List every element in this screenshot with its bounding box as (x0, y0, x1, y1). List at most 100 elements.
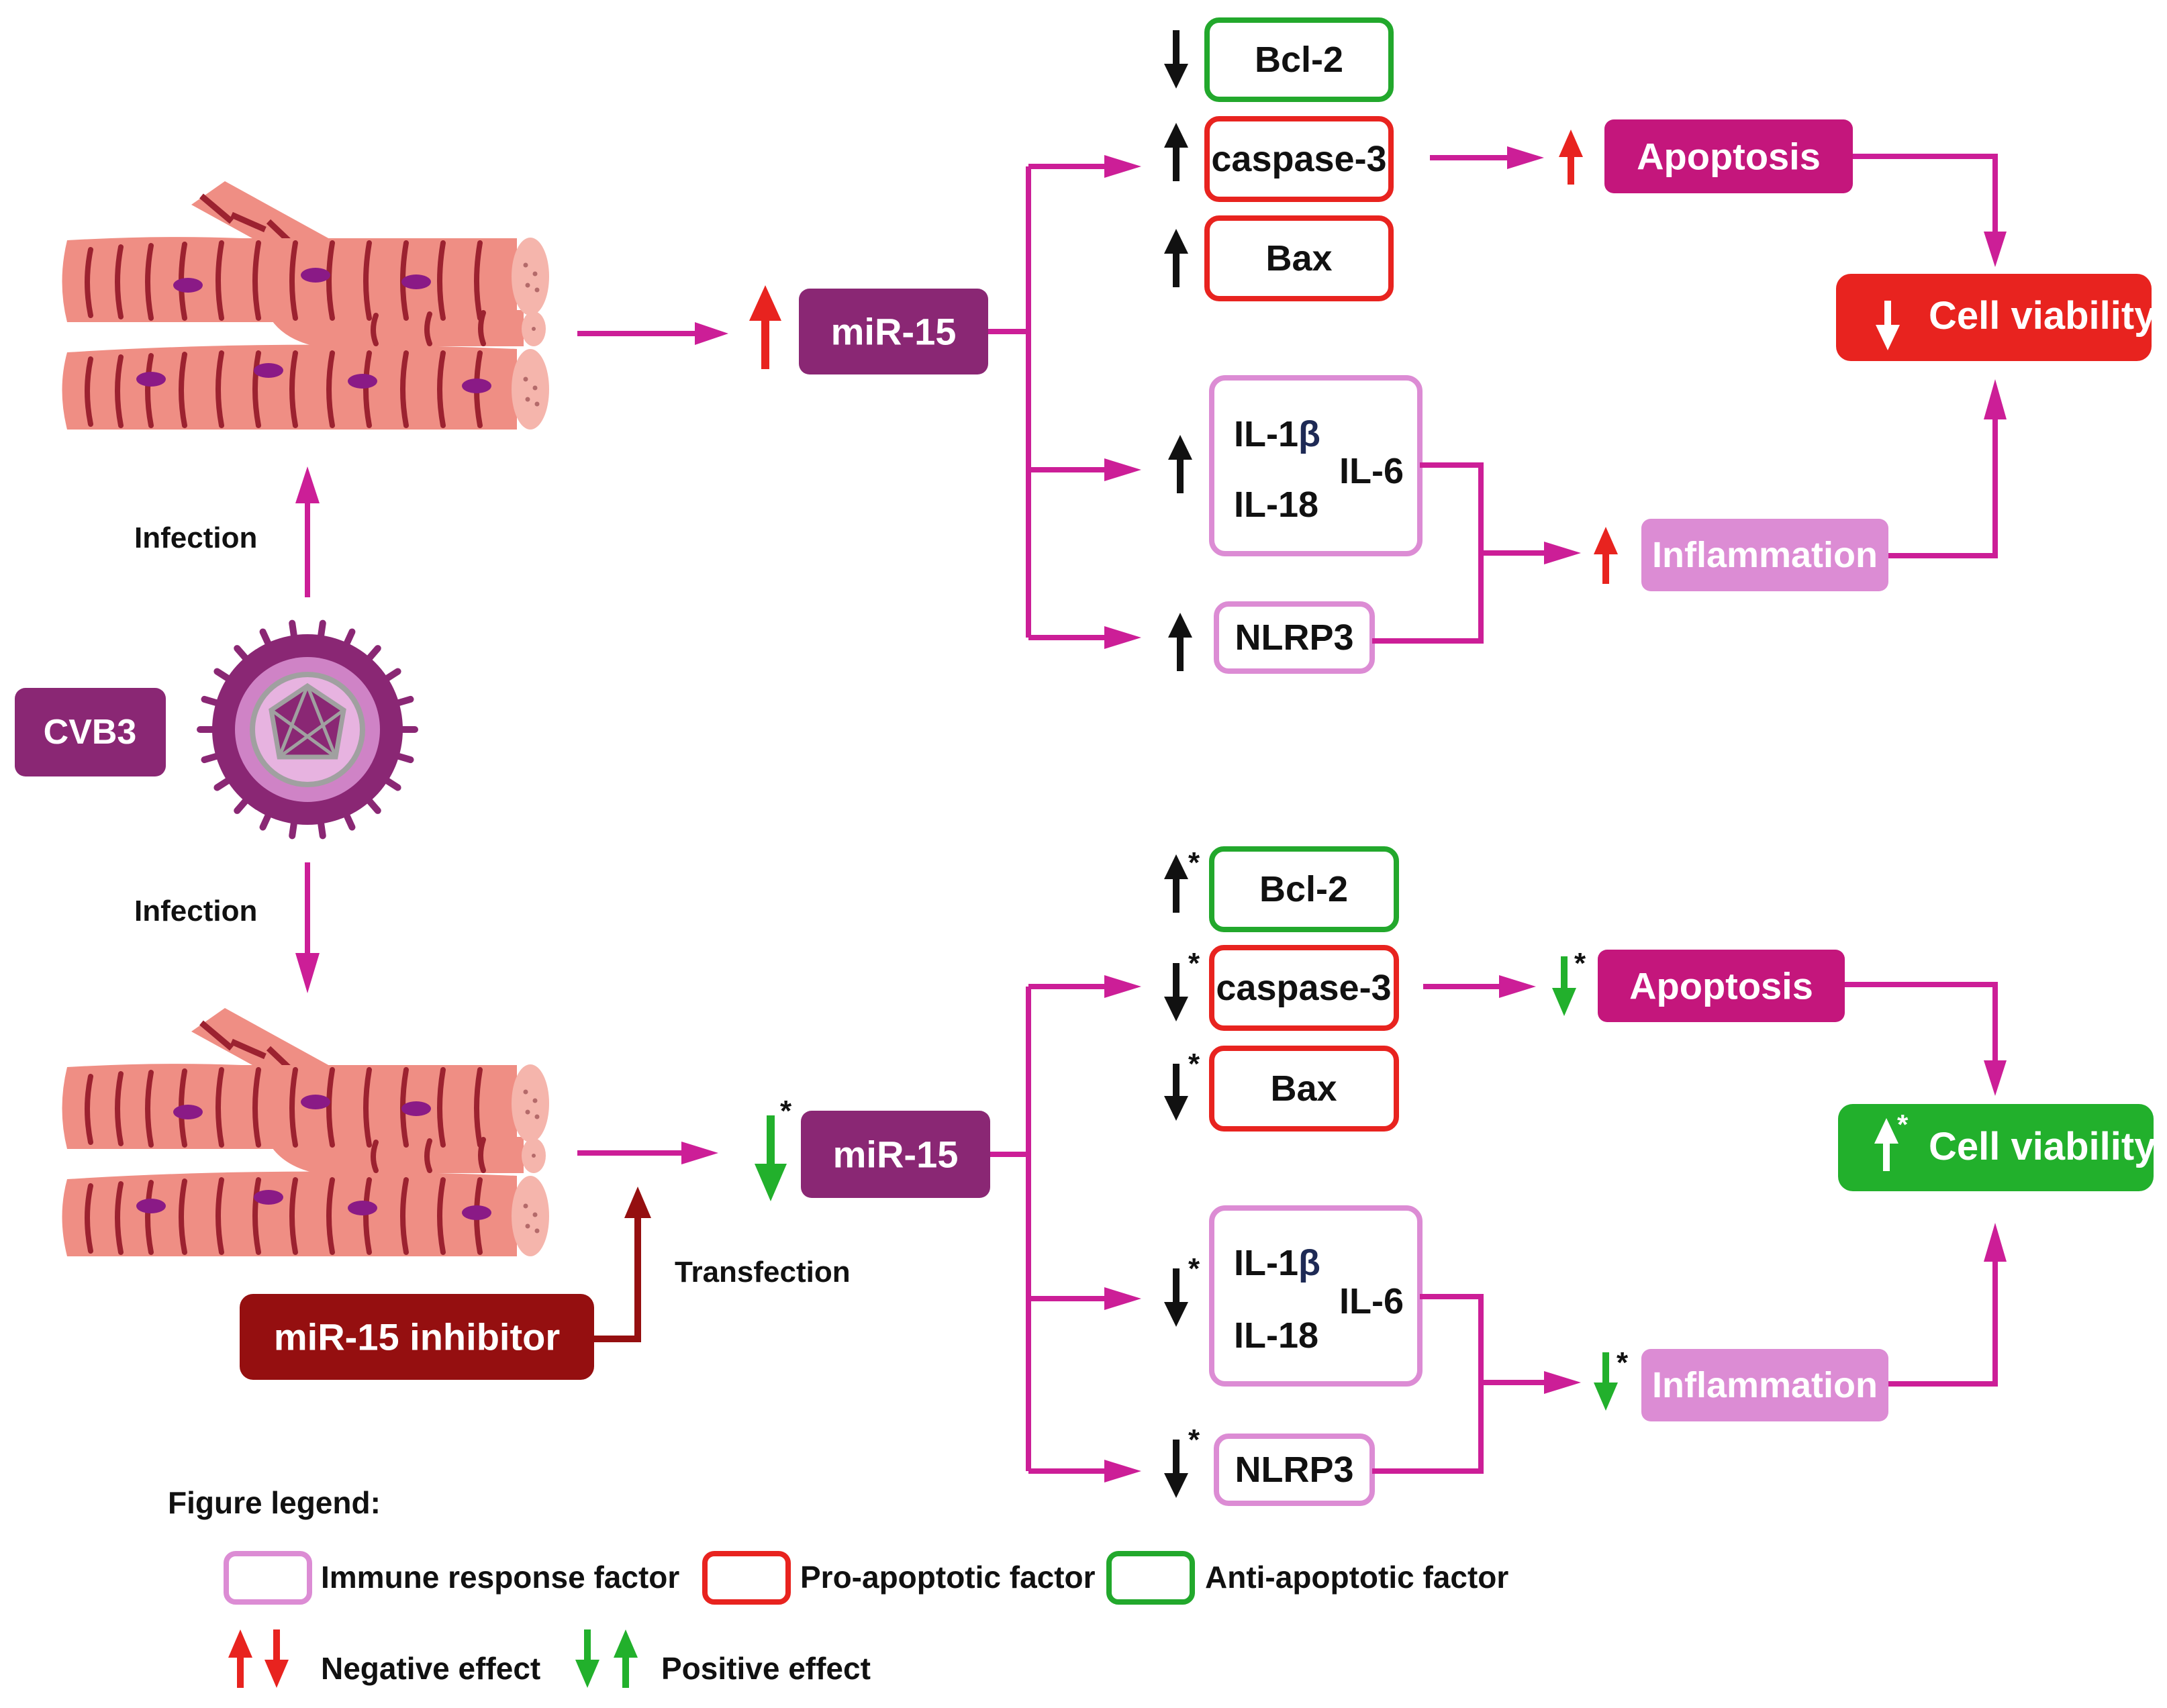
apoptosis-node-top: Apoptosis (1604, 119, 1853, 193)
svg-text:miR-15: miR-15 (831, 311, 957, 353)
casp3-up-arrow-top (1164, 123, 1188, 181)
svg-text:Apoptosis: Apoptosis (1629, 965, 1813, 1007)
branch-arrowheads-top (1104, 155, 1141, 649)
svg-text:IL-18: IL-18 (1234, 1315, 1318, 1356)
svg-text:miR-15 inhibitor: miR-15 inhibitor (274, 1316, 560, 1358)
mir15-node-bottom: miR-15 (801, 1111, 990, 1198)
svg-text:Inflammation: Inflammation (1652, 535, 1878, 575)
viability-arrowhead-top-b (1984, 379, 2007, 419)
inflammation-down-arrow-green (1594, 1352, 1618, 1411)
svg-text:IL-6: IL-6 (1339, 451, 1404, 491)
cytokines-box-top: IL-1β IL-18 IL-6 (1209, 375, 1423, 556)
caspase3-to-apoptosis-top (1430, 146, 1544, 169)
apoptosis-down-arrow-green (1552, 956, 1576, 1016)
cell-to-mir15-arrow-bottom (577, 1142, 718, 1164)
svg-text:*: * (1188, 947, 1200, 980)
mir15-node-top: miR-15 (799, 289, 988, 374)
cardiomyocyte-top (62, 181, 550, 430)
svg-text:IL-1β: IL-1β (1234, 1243, 1320, 1283)
svg-text:*: * (1188, 1423, 1200, 1456)
viability-down-arrow-white (1876, 325, 1900, 350)
bcl2-up-arrow-bottom (1164, 854, 1188, 913)
legend-title: Figure legend: (168, 1485, 381, 1520)
nlrp3-up-arrow-top (1168, 613, 1192, 671)
viability-up-arrow-white (1874, 1118, 1898, 1144)
legend-anti-label: Anti-apoptotic factor (1205, 1560, 1508, 1595)
cytokines-up-arrow-top (1168, 435, 1192, 493)
svg-text:*: * (1188, 1048, 1200, 1081)
svg-text:NLRP3: NLRP3 (1235, 1450, 1353, 1490)
apoptosis-node-bottom: Apoptosis (1598, 950, 1845, 1022)
mir15-significance: * (780, 1095, 792, 1127)
svg-text:Cell viability: Cell viability (1929, 1125, 2156, 1168)
svg-text:*: * (1897, 1109, 1909, 1140)
svg-text:Bcl-2: Bcl-2 (1259, 869, 1348, 909)
figure-legend: Figure legend: Immune response factor Pr… (168, 1485, 1508, 1688)
caspase3-box-bottom: caspase-3 (1209, 945, 1399, 1031)
mir15-down-arrow-green (755, 1115, 787, 1201)
legend-pro-label: Pro-apoptotic factor (800, 1560, 1096, 1595)
nlrp3-box-bottom: NLRP3 (1214, 1434, 1375, 1506)
svg-text:*: * (1188, 846, 1200, 879)
transfection-arrow (594, 1187, 651, 1342)
svg-text:miR-15: miR-15 (833, 1134, 959, 1176)
legend-pro-swatch (702, 1551, 791, 1605)
legend-negative-label: Negative effect (321, 1651, 540, 1686)
significance-stars-bottom: * * * * * (1188, 846, 1200, 1456)
apoptosis-significance: * (1574, 947, 1586, 980)
inflammation-up-arrow-red (1594, 527, 1618, 584)
infection-arrow-up (295, 466, 320, 597)
infection-arrow-down (295, 862, 320, 993)
viability-arrowhead-top-a (1984, 232, 2007, 267)
svg-text:Bax: Bax (1265, 238, 1332, 279)
legend-immune-label: Immune response factor (321, 1560, 679, 1595)
cytokines-box-bottom: IL-1β IL-18 IL-6 (1209, 1205, 1423, 1387)
bax-up-arrow-top (1164, 229, 1188, 287)
nlrp3-box-top: NLRP3 (1214, 601, 1375, 674)
legend-anti-swatch (1106, 1551, 1195, 1605)
bax-box-bottom: Bax (1209, 1046, 1399, 1132)
cytokines-to-inflammation-bottom (1372, 1294, 1548, 1474)
mir15-up-arrow-red (749, 285, 781, 369)
mir15-branch-connectors-bottom (990, 984, 1108, 1474)
legend-positive-label: Positive effect (661, 1651, 871, 1686)
bax-down-arrow-bottom (1164, 1064, 1188, 1121)
infection-label-bottom: Infection (134, 895, 257, 927)
mir15-branch-connectors-top (988, 164, 1108, 640)
transfection-label: Transfection (675, 1256, 851, 1289)
legend-negative-arrows-icon (228, 1629, 289, 1688)
casp3-down-arrow-bottom (1164, 963, 1188, 1021)
svg-text:Bcl-2: Bcl-2 (1255, 40, 1343, 80)
bcl2-box-top: Bcl-2 (1204, 17, 1394, 102)
apoptosis-up-arrow-red (1559, 130, 1583, 185)
svg-text:*: * (1188, 1252, 1200, 1285)
svg-text:IL-6: IL-6 (1339, 1281, 1404, 1321)
caspase3-box-top: caspase-3 (1204, 116, 1394, 202)
svg-text:caspase-3: caspase-3 (1211, 139, 1386, 179)
apoptosis-to-viability-bottom (1845, 982, 1998, 1387)
caspase3-to-apoptosis-bottom (1423, 975, 1536, 998)
branch-arrowheads-bottom (1104, 975, 1141, 1483)
legend-positive-arrows-icon (575, 1629, 638, 1688)
inflammation-node-top: Inflammation (1641, 519, 1888, 591)
inflammation-arrowhead-top (1544, 542, 1581, 564)
nlrp3-down-arrow-bottom (1164, 1440, 1188, 1498)
bax-box-top: Bax (1204, 215, 1394, 301)
inflammation-significance: * (1617, 1346, 1629, 1379)
cvb3-label: CVB3 (44, 713, 137, 752)
cytokines-to-inflammation-top (1372, 462, 1548, 644)
cell-to-mir15-arrow-top (577, 322, 728, 345)
bcl2-box-bottom: Bcl-2 (1209, 846, 1399, 932)
svg-text:caspase-3: caspase-3 (1216, 968, 1391, 1008)
cell-viability-node-bottom: * Cell viability (1838, 1104, 2156, 1191)
svg-text:IL-1β: IL-1β (1234, 414, 1320, 454)
svg-text:Inflammation: Inflammation (1652, 1365, 1878, 1405)
apoptosis-to-viability-top (1853, 154, 1998, 558)
cvb3-virus-icon (197, 619, 418, 840)
viability-arrowhead-bottom-a (1984, 1060, 2007, 1096)
inflammation-node-bottom: Inflammation (1641, 1349, 1888, 1421)
svg-text:NLRP3: NLRP3 (1235, 617, 1353, 658)
svg-text:Cell viability: Cell viability (1929, 294, 2156, 338)
cytokines-down-arrow-bottom (1164, 1268, 1188, 1327)
